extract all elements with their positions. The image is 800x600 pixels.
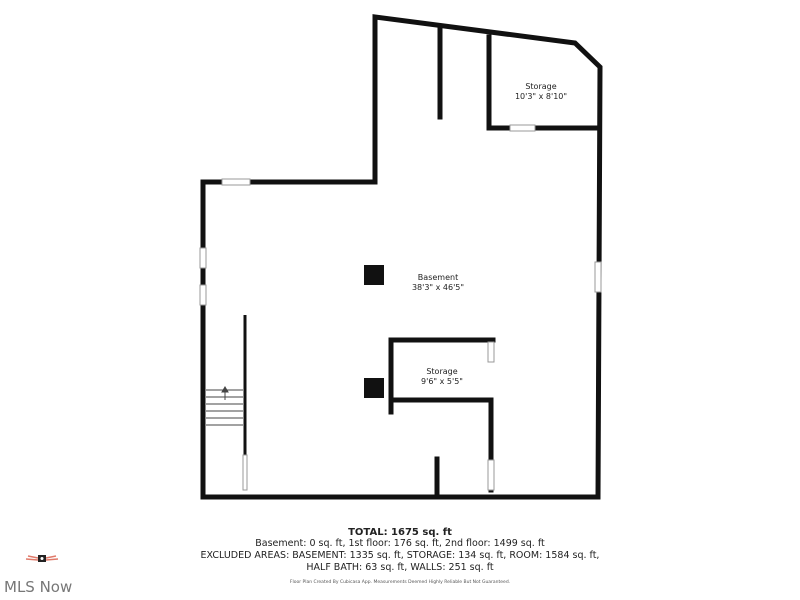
door-opening <box>487 341 495 363</box>
room-dims: 38'3" x 46'5" <box>411 283 465 292</box>
column <box>364 265 384 285</box>
disclaimer: Floor Plan Created By Cubicasa App. Meas… <box>289 580 511 585</box>
storage-wall-top <box>486 34 601 131</box>
room-name: Basement <box>417 273 459 282</box>
room-name: Storage <box>525 82 557 91</box>
door-opening <box>509 124 536 132</box>
storage-wall-mid <box>388 337 496 415</box>
storage-wall-mid-bottom <box>388 397 494 493</box>
window <box>199 284 207 306</box>
stairs <box>206 386 243 426</box>
excluded-areas-cont: HALF BATH: 63 sq. ft, WALLS: 251 sq. ft <box>306 562 494 573</box>
room-name: Storage <box>426 367 458 376</box>
brand-logo: MLS Now <box>4 578 73 596</box>
excluded-areas: EXCLUDED AREAS: BASEMENT: 1335 sq. ft, S… <box>200 550 600 561</box>
room-dims: 10'3" x 8'10" <box>514 92 568 101</box>
room-dims: 9'6" x 5'5" <box>421 377 463 386</box>
windows <box>199 124 602 491</box>
window <box>221 178 251 186</box>
door-opening <box>242 454 248 491</box>
area-breakdown: Basement: 0 sq. ft, 1st floor: 176 sq. f… <box>255 538 545 549</box>
column <box>364 378 384 398</box>
window <box>594 261 602 293</box>
camera-wings-icon <box>25 555 59 562</box>
window <box>199 247 207 269</box>
door-opening <box>487 459 495 491</box>
total-area: TOTAL: 1675 sq. ft <box>348 527 452 538</box>
